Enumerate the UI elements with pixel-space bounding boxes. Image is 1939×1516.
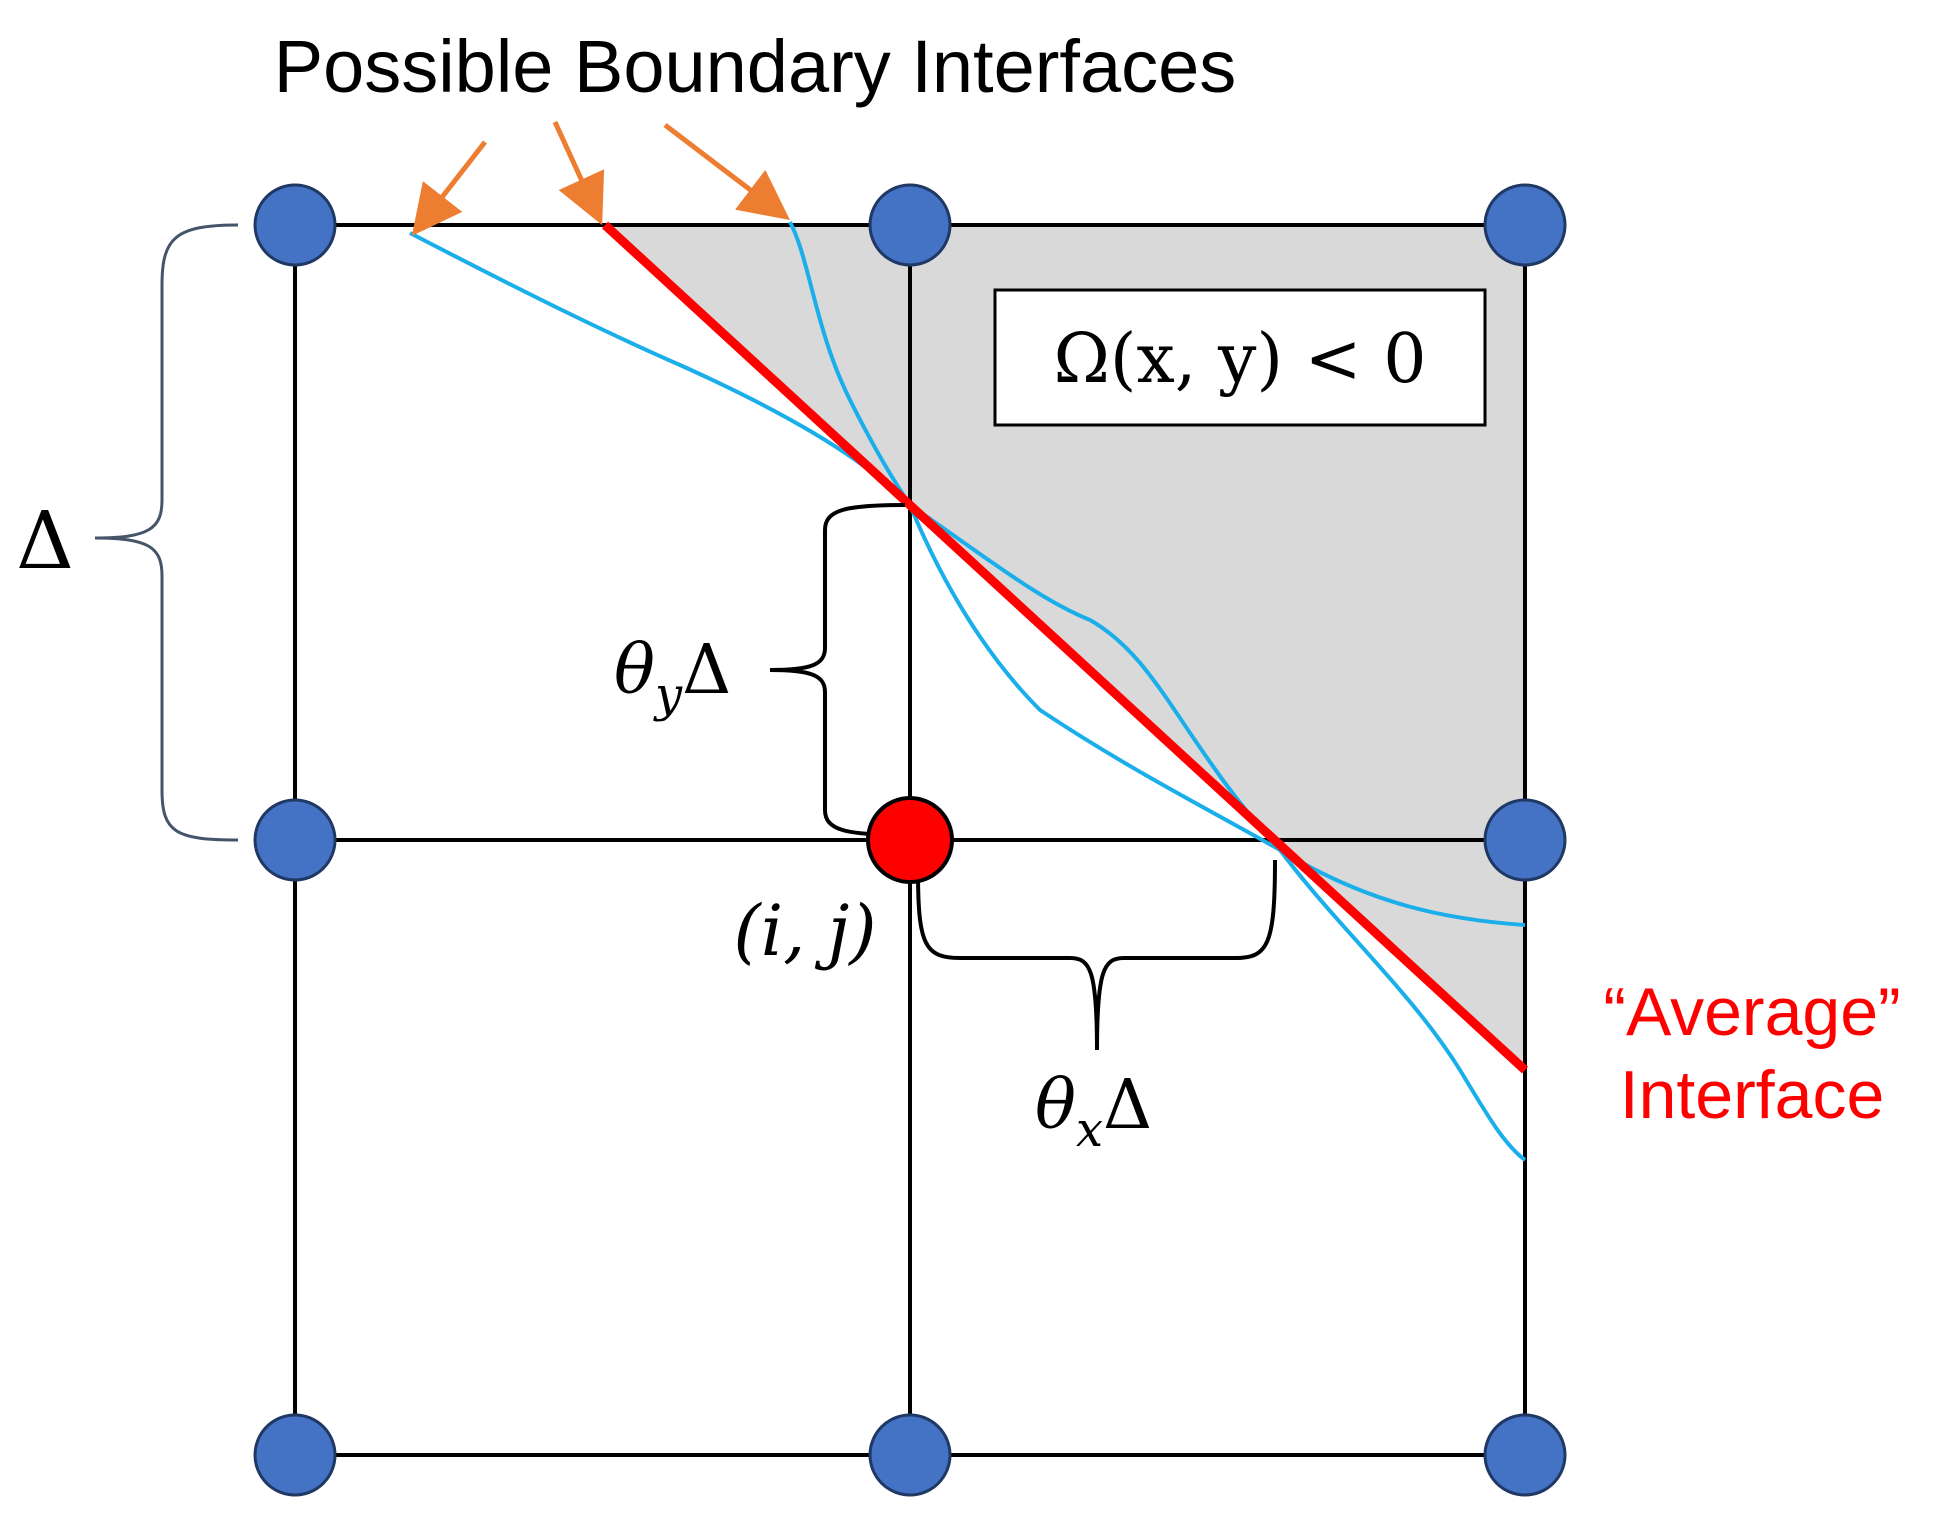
theta-x-brace: [916, 859, 1277, 1051]
theta-y-label: θyΔ: [614, 631, 731, 723]
grid-lines: [293, 223, 1527, 1457]
theta-y-subscript: y: [653, 667, 683, 723]
delta-brace: [94, 223, 239, 842]
arrow-to-average-line: [552, 120, 605, 226]
node-label: (i, j): [733, 890, 876, 972]
theta-y-symbol: θ: [614, 631, 655, 710]
theta-x-symbol: θ: [1035, 1066, 1076, 1145]
possible-interfaces: [409, 221, 1527, 1162]
theta-x-label: θxΔ: [1035, 1066, 1152, 1158]
node-i-j-highlighted: [866, 796, 954, 884]
node-middle-right: [1483, 798, 1567, 882]
grid-nodes: [253, 183, 1567, 1497]
theta-x-subscript: x: [1076, 1102, 1103, 1158]
average-interface-line: [601, 221, 1529, 1074]
theta-y-brace: [769, 503, 906, 837]
delta-label: Δ: [16, 494, 74, 587]
region-label: Ω(x, y) < 0: [1054, 320, 1427, 399]
arrow-to-curve-1: [411, 140, 487, 236]
node-bottom-middle: [868, 1413, 952, 1497]
node-top-middle: [868, 183, 952, 267]
node-bottom-right: [1483, 1413, 1567, 1497]
theta-x-suffix: Δ: [1103, 1066, 1152, 1145]
possible-interface-curve-1: [409, 231, 1526, 927]
title-arrows: [411, 120, 790, 236]
average-interface-label-line1: “Average”: [1603, 974, 1900, 1050]
theta-y-suffix: Δ: [682, 631, 731, 710]
node-top-right: [1483, 183, 1567, 267]
node-middle-left: [253, 798, 337, 882]
arrow-to-curve-2: [663, 123, 790, 221]
node-top-left: [253, 183, 337, 267]
diagram-title: Possible Boundary Interfaces: [274, 25, 1237, 108]
average-interface-label-line2: Interface: [1620, 1057, 1885, 1133]
node-bottom-left: [253, 1413, 337, 1497]
possible-interface-curve-2: [788, 221, 1527, 1162]
region-label-box: [993, 288, 1487, 427]
